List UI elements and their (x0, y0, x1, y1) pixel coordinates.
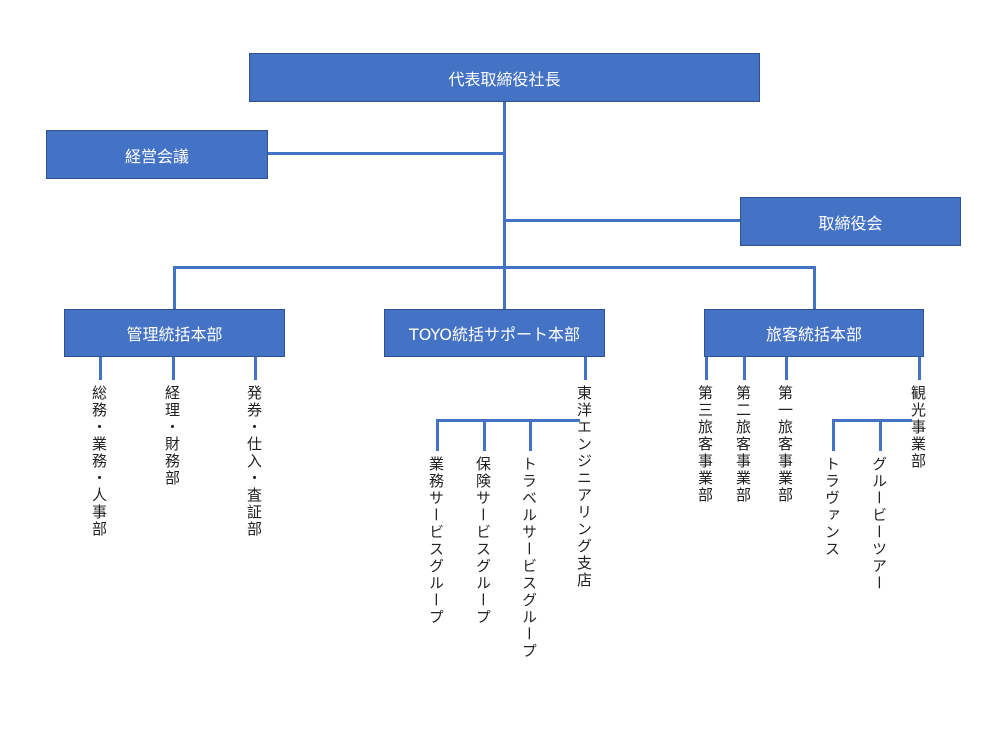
admin-department: 経理・財務部 (163, 385, 181, 487)
connector-travel-dept-3 (785, 356, 788, 380)
connector-divisions-bus (173, 266, 816, 269)
toyo-branch: 東洋エンジニアリング支店 (575, 385, 593, 589)
connector-tourism-brand-1 (832, 419, 835, 451)
connector-meeting (268, 152, 506, 155)
travel-department: 第一旅客事業部 (776, 385, 794, 504)
travel-division-box: 旅客統括本部 (704, 309, 924, 357)
travel-department: 第三旅客事業部 (696, 385, 714, 504)
connector-toyo-drop (503, 266, 506, 310)
connector-tourism (918, 356, 921, 380)
connector-travel-dept-2 (743, 356, 746, 380)
connector-tourism-bus (832, 419, 912, 422)
connector-board (503, 219, 741, 222)
connector-ceo-trunk (503, 101, 506, 269)
connector-tourism-brand-2 (879, 419, 882, 451)
board-box: 取締役会 (740, 197, 961, 246)
toyo-division-box: TOYO統括サポート本部 (384, 309, 605, 357)
connector-admin-dept-3 (254, 356, 257, 380)
ceo-box: 代表取締役社長 (249, 53, 760, 102)
toyo-group: 業務サービスグループ (427, 456, 445, 626)
connector-toyo-group-2 (483, 419, 486, 451)
connector-toyo-branch (584, 356, 587, 380)
admin-department: 発券・仕入・査証部 (245, 385, 263, 538)
admin-department: 総務・業務・人事部 (90, 385, 108, 538)
management-meeting-box: 経営会議 (46, 130, 268, 179)
connector-toyo-group-1 (436, 419, 439, 451)
admin-division-box: 管理統括本部 (64, 309, 285, 357)
connector-admin-dept-2 (172, 356, 175, 380)
tourism-brand: グルービーツアー (870, 456, 888, 592)
tourism-brand: トラヴァンス (823, 456, 841, 558)
toyo-group: トラベルサービスグループ (520, 456, 538, 660)
connector-admin-drop (173, 266, 176, 310)
connector-admin-dept-1 (99, 356, 102, 380)
travel-department: 第二旅客事業部 (734, 385, 752, 504)
connector-toyo-groups-bus (436, 419, 580, 422)
connector-toyo-group-3 (529, 419, 532, 451)
connector-travel-drop (813, 266, 816, 310)
toyo-group: 保険サービスグループ (474, 456, 492, 626)
tourism-department: 観光事業部 (909, 385, 927, 470)
connector-travel-dept-1 (705, 356, 708, 380)
